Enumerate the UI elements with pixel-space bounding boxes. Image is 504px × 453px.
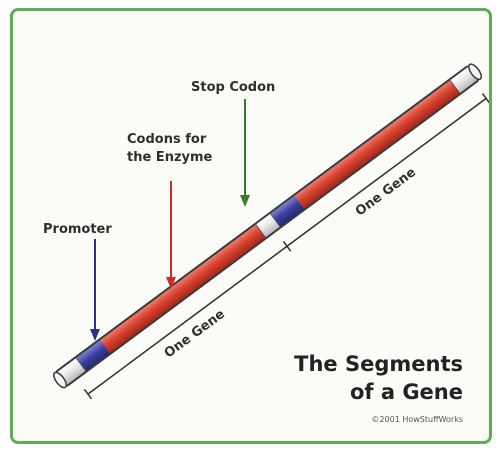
- stop-codon-label: Stop Codon: [191, 80, 275, 95]
- codons-label-line2: the Enzyme: [127, 150, 213, 165]
- promoter-label: Promoter: [43, 222, 112, 237]
- gene-bracket-lower: [88, 246, 287, 394]
- bracket-tick: [84, 389, 91, 399]
- figure-title-line2: of a Gene: [350, 379, 463, 405]
- promoter-pointer: [90, 239, 100, 341]
- gene-bracket-upper: [287, 98, 486, 246]
- codons-label-line1: Codons for: [127, 132, 207, 147]
- figure-title-line1: The Segments: [294, 351, 463, 377]
- codons-pointer: [166, 181, 176, 289]
- stop-codon-arrow-head: [240, 195, 250, 207]
- figure-frame: One Gene One Gene Stop Codon Codons for …: [10, 8, 492, 444]
- bracket-tick: [483, 94, 490, 104]
- stop-codon-pointer: [240, 99, 250, 207]
- copyright-credit: ©2001 HowStuffWorks: [371, 415, 463, 424]
